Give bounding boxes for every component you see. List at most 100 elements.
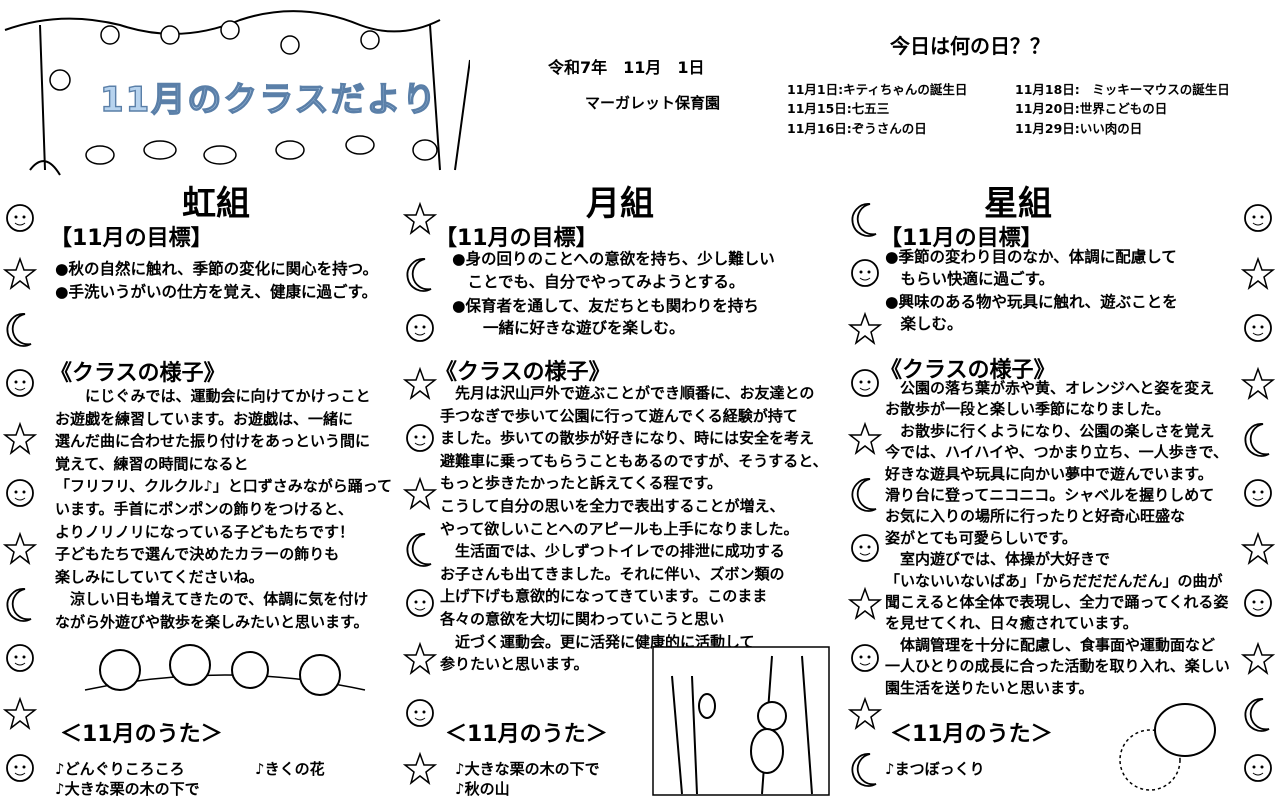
body-line: 公園の落ち葉が赤や黄、オレンジへと姿を変え [885,379,1215,397]
body-line: もっと歩きたかったと訴えてくる程です。 [440,474,723,493]
section-heading: 《クラスの様子》 [435,360,611,385]
goal-heading: 【11月の目標】 [880,226,1043,251]
goal-line: 楽しむ。 [885,315,963,333]
goal-heading: 【11月の目標】 [435,226,598,251]
moon-icon [851,203,877,237]
star-icon [1241,366,1275,400]
body-line: にじぐみでは、運動会に向けてかけっこと [55,387,371,405]
header-illustration [4,10,470,176]
body-line: 一人ひとりの成長に合った活動を取り入れ、楽しい [885,657,1230,676]
section-heading: 《クラスの様子》 [50,361,226,386]
body-line: 今では、ハイハイや、つかまり立ち、一人歩きで、 [885,443,1229,462]
body-line: 覚えて、練習の時間になると [55,454,249,473]
event-item: 11月18日: ミッキーマウスの誕生日 [1015,82,1230,97]
star-icon [3,256,37,290]
character-icon [851,259,879,287]
moon-icon [6,313,32,347]
goal-line: もらい快適に過ごす。 [885,270,1055,288]
song-item: ♪どんぐりころころ [55,760,185,778]
body-line: 園生活を送りたいと思います。 [885,678,1094,697]
body-line: 参りたいと思います。 [440,655,589,674]
body-line: 楽しみにしていてくださいね。 [55,567,264,586]
issue-date: 令和7年 11月 1日 [548,58,705,77]
body-line: 子どもたちで選んで決めたカラーの飾りも [55,545,340,564]
class-name: 星組 [984,184,1052,224]
star-icon [403,476,437,510]
character-icon [406,589,434,617]
character-icon [406,424,434,452]
body-line: 涼しい日も増えてきたので、体調に気を付け [55,590,369,609]
character-icon [406,699,434,727]
body-line: やって欲しいことへのアピールも上手になりました。 [440,519,799,538]
goal-line: ●秋の自然に触れ、季節の変化に関心を持つ。 [55,260,379,278]
star-icon [3,696,37,730]
section-heading: 《クラスの様子》 [880,358,1056,383]
body-line: ました。歩いての散歩が好きになり、時には安全を考え [440,429,814,448]
event-item: 11月15日:七五三 [787,101,890,116]
star-icon [1241,256,1275,290]
body-line: 好きな遊具や玩具に向かい夢中で遊んでいます。 [885,464,1213,483]
character-icon [851,534,879,562]
body-line: お気に入りの場所に行ったりと好奇心旺盛な [885,507,1186,526]
star-icon [848,421,882,455]
body-line: こうして自分の思いを全力で表出することが増え、 [440,497,785,515]
goal-line: ●手洗いうがいの仕方を覚え、健康に過ごす。 [55,283,378,301]
body-line: ながら外遊びや散歩を楽しみたいと思います。 [55,613,369,631]
body-line: 聞こえると体全体で表現し、全力で踊ってくれる姿 [885,593,1229,611]
chestnut-illustration [1119,703,1216,791]
moon-icon [406,533,432,567]
body-line: 体調管理を十分に配慮し、食事面や運動面など [885,635,1216,654]
body-line: 姿がとても可愛らしいです。 [885,528,1077,547]
moon-icon [851,478,877,512]
character-icon [851,644,879,672]
body-line: お遊戯を練習しています。お遊戯は、一緒に [55,409,354,428]
moon-icon [1244,423,1270,457]
goal-line: ●保育者を通して、友だちとも関わりを持ち [452,297,759,315]
goal-line: ことでも、自分でやってみようとする。 [452,273,745,291]
character-icon [6,644,34,672]
character-icon [6,479,34,507]
star-icon [403,201,437,235]
goal-heading: 【11月の目標】 [50,226,213,251]
star-icon [848,586,882,620]
event-item: 11月20日:世界こどもの日 [1015,101,1168,116]
star-icon [403,366,437,400]
body-line: 避難車に乗ってもらうこともあるのですが、そうすると、 [440,451,828,470]
song-item: ♪秋の山 [455,780,510,798]
character-icon [1244,204,1272,232]
character-icon [1244,589,1272,617]
moon-icon [851,753,877,787]
goal-line: ●興味のある物や玩具に触れ、遊ぶことを [885,293,1178,311]
school-name: マーガレット保育園 [585,94,721,112]
songs-heading: ＜11月のうた＞ [445,722,608,747]
body-line: 室内遊びでは、体操が大好きで [885,550,1111,569]
character-icon [1244,754,1272,782]
star-icon [403,641,437,675]
goal-line: 一緒に好きな遊びを楽しむ。 [452,319,685,337]
star-icon [3,421,37,455]
body-line: お子さんも出てきました。それに伴い、ズボン類の [440,564,785,583]
star-icon [403,751,437,785]
star-icon [1241,641,1275,675]
body-line: を見せてくれ、日々癒されています。 [885,614,1138,633]
body-line: 近づく運動会。更に活発に健康的に活動して [440,632,755,651]
goal-line: ●季節の変わり目のなか、体調に配慮して [885,248,1177,266]
event-item: 11月1日:キティちゃんの誕生日 [787,82,968,97]
class-name: 月組 [586,184,654,224]
acorn-children-illustration [84,644,366,696]
star-icon [3,531,37,565]
body-line: います。手首にポンポンの飾りをつけると、 [55,500,353,518]
body-line: お散歩に行くようになり、公園の楽しさを覚え [885,421,1215,440]
character-icon [1244,479,1272,507]
body-line: 先月は沢山戸外で遊ぶことができ順番に、お友達との [440,384,815,402]
body-line: 「フリフリ、クルクル♪」と口ずさみながら踊って [55,477,393,496]
body-line: 滑り台に登ってニコニコ。シャベルを握りしめて [885,486,1215,504]
event-item: 11月16日:ぞうさんの日 [787,121,927,136]
goal-line: ●身の回りのことへの意欲を持ち、少し難しい [452,250,775,268]
song-item: ♪まつぼっくり [885,760,985,778]
body-line: よりノリノリになっている子どもたちです！ [55,522,354,541]
character-icon [6,754,34,782]
songs-heading: ＜11月のうた＞ [890,722,1053,747]
star-icon [848,311,882,345]
body-line: お散歩が一段と楽しい季節になりました。 [885,400,1171,419]
